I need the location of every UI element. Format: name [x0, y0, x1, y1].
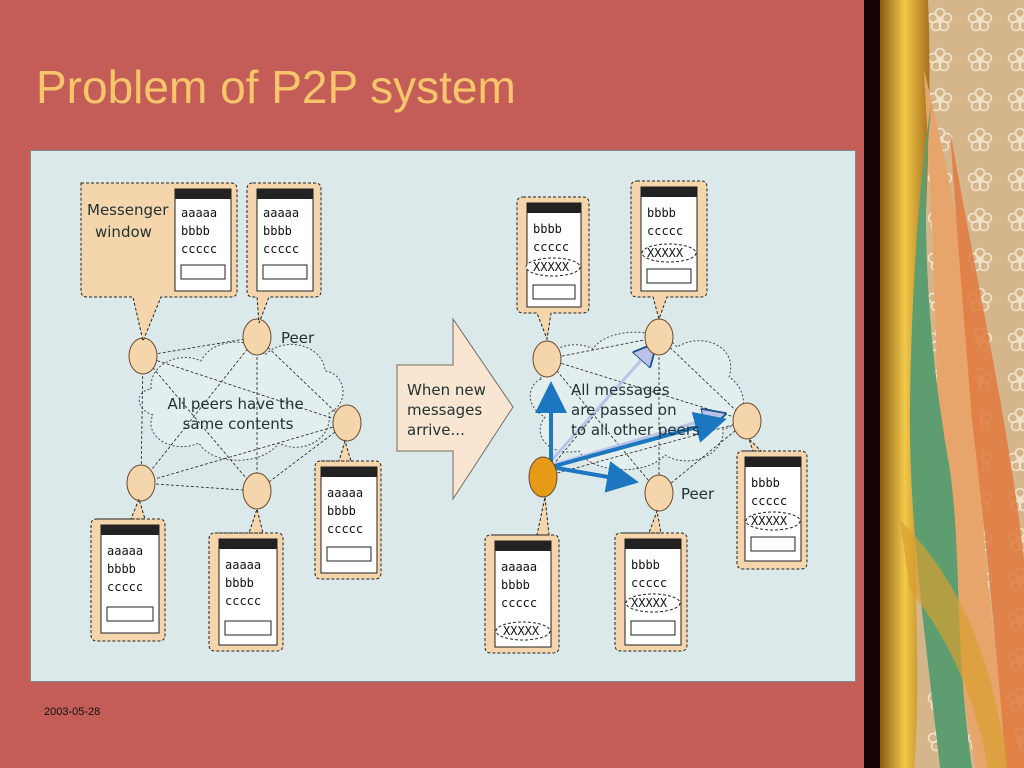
slide-divider-strip	[864, 0, 880, 768]
svg-text:ccccc: ccccc	[181, 242, 217, 256]
decorative-side-band	[880, 0, 1024, 768]
messenger-window: bbbb ccccc XXXXX	[614, 509, 688, 652]
svg-text:aaaaa: aaaaa	[107, 544, 143, 558]
p2p-diagram: All peers have the same contents Peer Me…	[80, 180, 808, 654]
messenger-window: bbbb ccccc XXXXX	[630, 180, 708, 321]
svg-text:XXXXX: XXXXX	[647, 246, 684, 260]
messenger-window: aaaaa bbbb ccccc	[90, 497, 166, 642]
peer-node	[242, 318, 272, 356]
svg-text:ccccc: ccccc	[631, 576, 667, 590]
peer-node	[242, 472, 272, 510]
svg-text:aaaaa: aaaaa	[181, 206, 217, 220]
svg-text:ccccc: ccccc	[647, 224, 683, 238]
svg-text:XXXXX: XXXXX	[503, 624, 540, 638]
messenger-window: bbbb ccccc XXXXX	[736, 438, 808, 570]
transition-arrow-label: When new messages arrive...	[407, 381, 491, 439]
right-cloud-label: All messages are passed on to all other …	[571, 381, 700, 439]
svg-text:bbbb: bbbb	[181, 224, 210, 238]
slide-date: 2003-05-28	[44, 706, 101, 718]
peer-node	[644, 474, 674, 512]
svg-text:aaaaa: aaaaa	[501, 560, 537, 574]
right-peer-label: Peer	[681, 485, 715, 503]
left-cloud-label: All peers have the same contents	[167, 395, 308, 433]
svg-text:XXXXX: XXXXX	[751, 514, 788, 528]
messenger-window: aaaaa bbbb ccccc	[314, 439, 382, 580]
svg-text:aaaaa: aaaaa	[327, 486, 363, 500]
svg-text:bbbb: bbbb	[327, 504, 356, 518]
peer-node	[332, 404, 362, 442]
messenger-window: aaaaa bbbb ccccc	[208, 507, 284, 652]
svg-text:bbbb: bbbb	[751, 476, 780, 490]
blue-broadcast-arrows	[535, 381, 727, 493]
peer-node	[126, 464, 156, 502]
svg-text:ccccc: ccccc	[263, 242, 299, 256]
slide-title: Problem of P2P system	[36, 61, 516, 113]
svg-text:XXXXX: XXXXX	[631, 596, 668, 610]
svg-text:bbbb: bbbb	[647, 206, 676, 220]
messenger-window: bbbb ccccc XXXXX	[516, 196, 590, 341]
svg-text:ccccc: ccccc	[751, 494, 787, 508]
peer-node	[644, 318, 674, 356]
transition-arrow: When new messages arrive...	[396, 317, 514, 501]
peer-node	[732, 402, 762, 440]
svg-text:ccccc: ccccc	[107, 580, 143, 594]
svg-text:ccccc: ccccc	[533, 240, 569, 254]
left-cloud	[138, 341, 344, 461]
svg-text:XXXXX: XXXXX	[533, 260, 570, 274]
right-network: All messages are passed on to all other …	[484, 180, 808, 654]
svg-text:bbbb: bbbb	[533, 222, 562, 236]
svg-text:bbbb: bbbb	[501, 578, 530, 592]
messenger-window: aaaaa bbbb ccccc	[246, 182, 322, 324]
broadcast-arrow	[549, 347, 653, 463]
svg-text:bbbb: bbbb	[107, 562, 136, 576]
left-peer-label: Peer	[281, 329, 315, 347]
right-peers	[532, 318, 762, 512]
svg-text:ccccc: ccccc	[501, 596, 537, 610]
left-mesh-lines	[140, 336, 348, 492]
peer-node	[532, 340, 562, 378]
messenger-callout: Messenger window aaaaa bbbb ccccc	[80, 182, 238, 343]
p2p-diagram-figure: All peers have the same contents Peer Me…	[30, 150, 856, 682]
svg-text:ccccc: ccccc	[327, 522, 363, 536]
sender-messenger-window: aaaaa bbbb ccccc XXXXX	[484, 496, 560, 654]
peer-node	[128, 337, 158, 375]
svg-text:ccccc: ccccc	[225, 594, 261, 608]
left-network: All peers have the same contents Peer Me…	[80, 182, 382, 652]
svg-text:bbbb: bbbb	[631, 558, 660, 572]
messenger-window-label: Messenger window	[87, 201, 173, 241]
left-peers	[126, 318, 362, 510]
svg-text:bbbb: bbbb	[225, 576, 254, 590]
svg-text:aaaaa: aaaaa	[225, 558, 261, 572]
svg-text:aaaaa: aaaaa	[263, 206, 299, 220]
svg-text:bbbb: bbbb	[263, 224, 292, 238]
sender-peer-node	[528, 456, 558, 498]
